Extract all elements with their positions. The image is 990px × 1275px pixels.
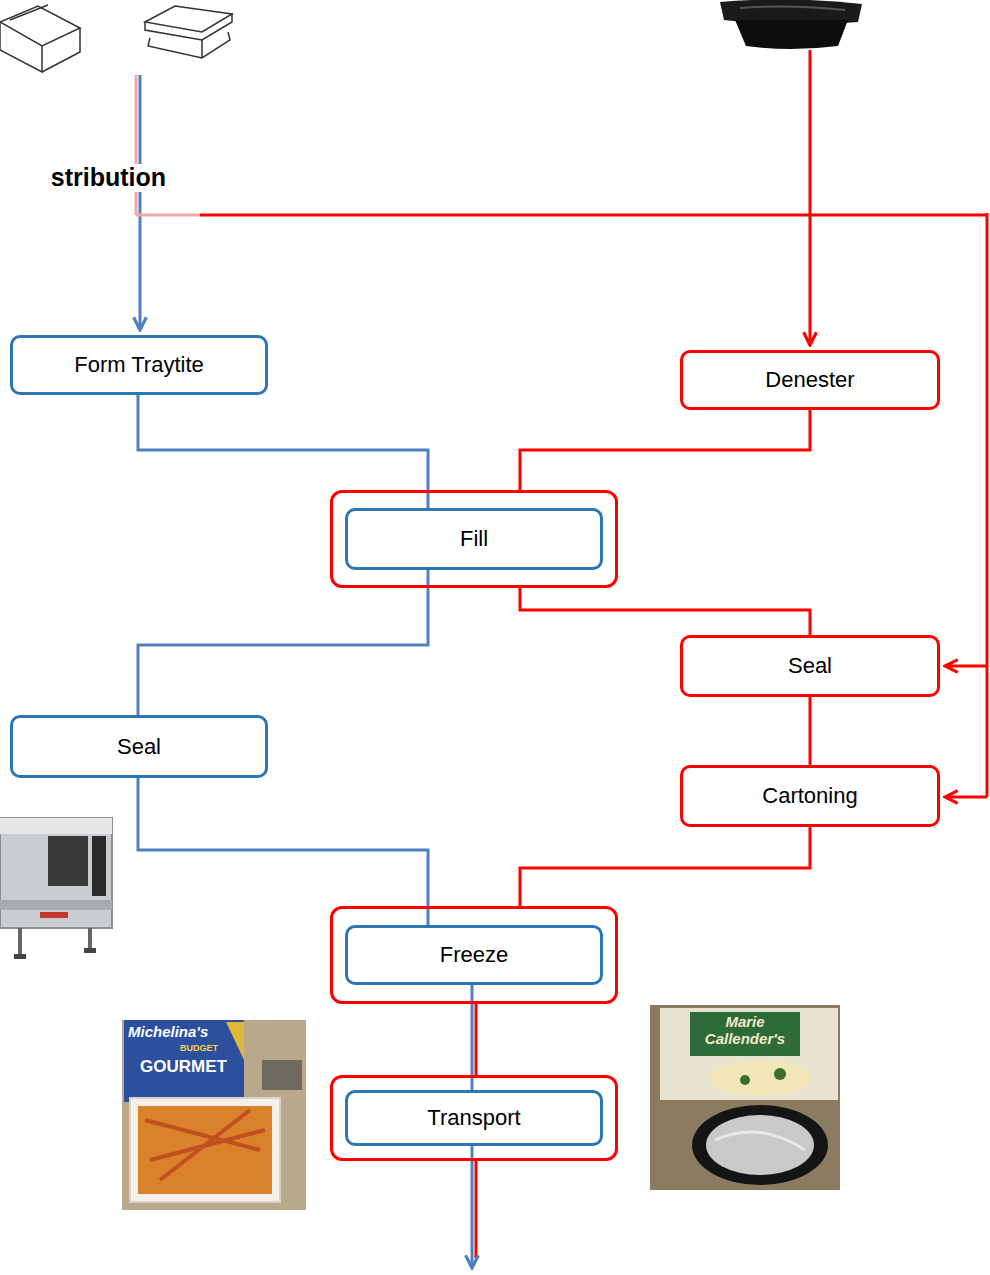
feed-line (135, 75, 138, 215)
box-label: Seal (788, 653, 832, 678)
brand-name: Michelina's (128, 1024, 238, 1041)
process-box: Form Traytite (10, 335, 268, 395)
feed-arrow (139, 75, 142, 330)
box-label: Transport (427, 1105, 520, 1130)
process-box: Denester (680, 350, 940, 410)
flow-connector (520, 588, 810, 635)
box-label: Fill (460, 526, 488, 551)
box-label: Form Traytite (74, 352, 204, 377)
sealing-machine-image (0, 818, 112, 959)
flow-connector (138, 778, 428, 925)
shared-process-box: Transport (345, 1090, 603, 1146)
michelinas-photo (122, 1020, 306, 1210)
brand-name: GOURMET (140, 1058, 240, 1077)
output-line (471, 1146, 474, 1268)
feed-line (136, 214, 200, 217)
section-title: stribution (40, 164, 166, 192)
tray-drawing (145, 6, 232, 58)
feed-arrow (809, 50, 812, 345)
box-label: Denester (765, 367, 854, 392)
flow-connector (475, 1004, 478, 1075)
brand-name: Marie Callender's (693, 1014, 797, 1047)
marie-callenders-photo (650, 1005, 840, 1190)
feed-line (986, 213, 989, 797)
process-box: Cartoning (680, 765, 940, 827)
box-label: Seal (117, 734, 161, 759)
feed-arrow (945, 796, 987, 799)
flow-connector (138, 570, 428, 715)
black-tray-image (720, 0, 862, 49)
flow-connector (520, 410, 810, 490)
shared-process-box: Freeze (345, 925, 603, 985)
process-box: Seal (10, 715, 268, 778)
shared-process-box: Fill (345, 508, 603, 570)
brand-name: BUDGET (180, 1044, 240, 1054)
carton-drawing (0, 5, 80, 72)
feed-arrow (945, 665, 987, 668)
output-line (475, 1160, 478, 1258)
box-label: Freeze (440, 942, 508, 967)
box-label: Cartoning (762, 783, 857, 808)
flow-connector (520, 827, 810, 906)
output-arrow (472, 1146, 476, 1268)
flow-connector (809, 697, 812, 765)
process-box: Seal (680, 635, 940, 697)
feed-line (200, 214, 987, 217)
feed-lines (136, 50, 987, 797)
